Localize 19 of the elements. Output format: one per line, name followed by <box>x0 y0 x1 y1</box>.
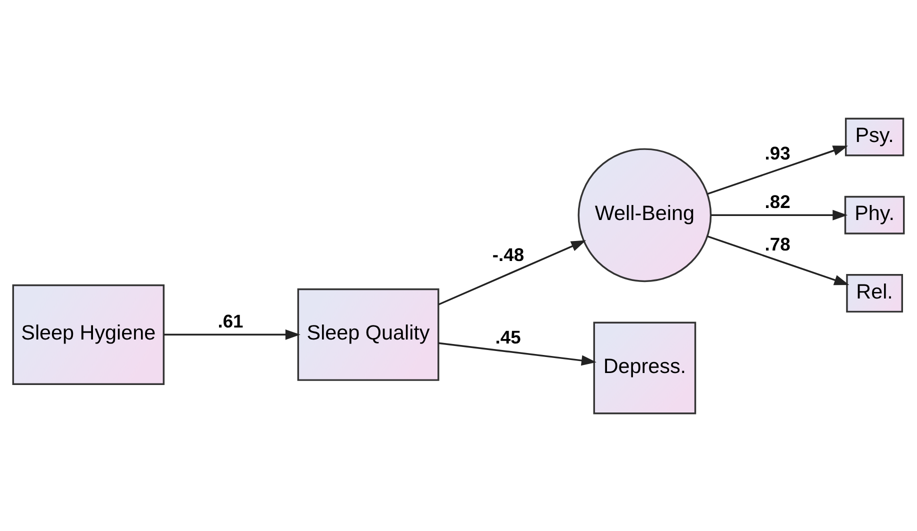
arrow <box>711 209 848 220</box>
node-box: Sleep Hygiene <box>12 284 165 384</box>
node-box: Rel. <box>846 274 903 312</box>
node-box: Phy. <box>844 195 905 234</box>
edge-label: .45 <box>495 326 521 348</box>
arrow <box>438 342 596 366</box>
node-box: Sleep Quality <box>297 288 440 380</box>
edge-label: .82 <box>764 190 790 212</box>
edge-label: .93 <box>764 142 790 164</box>
arrow <box>438 240 586 305</box>
node-box: Depress. <box>593 321 696 414</box>
edge-label: .61 <box>218 310 244 332</box>
arrow <box>164 328 300 340</box>
node-box: Psy. <box>844 117 904 156</box>
edge-label: -.48 <box>492 243 524 264</box>
node-circle: Well-Being <box>578 148 712 282</box>
edge-label: .78 <box>764 233 790 254</box>
arrow <box>707 145 848 194</box>
arrow <box>707 234 850 285</box>
